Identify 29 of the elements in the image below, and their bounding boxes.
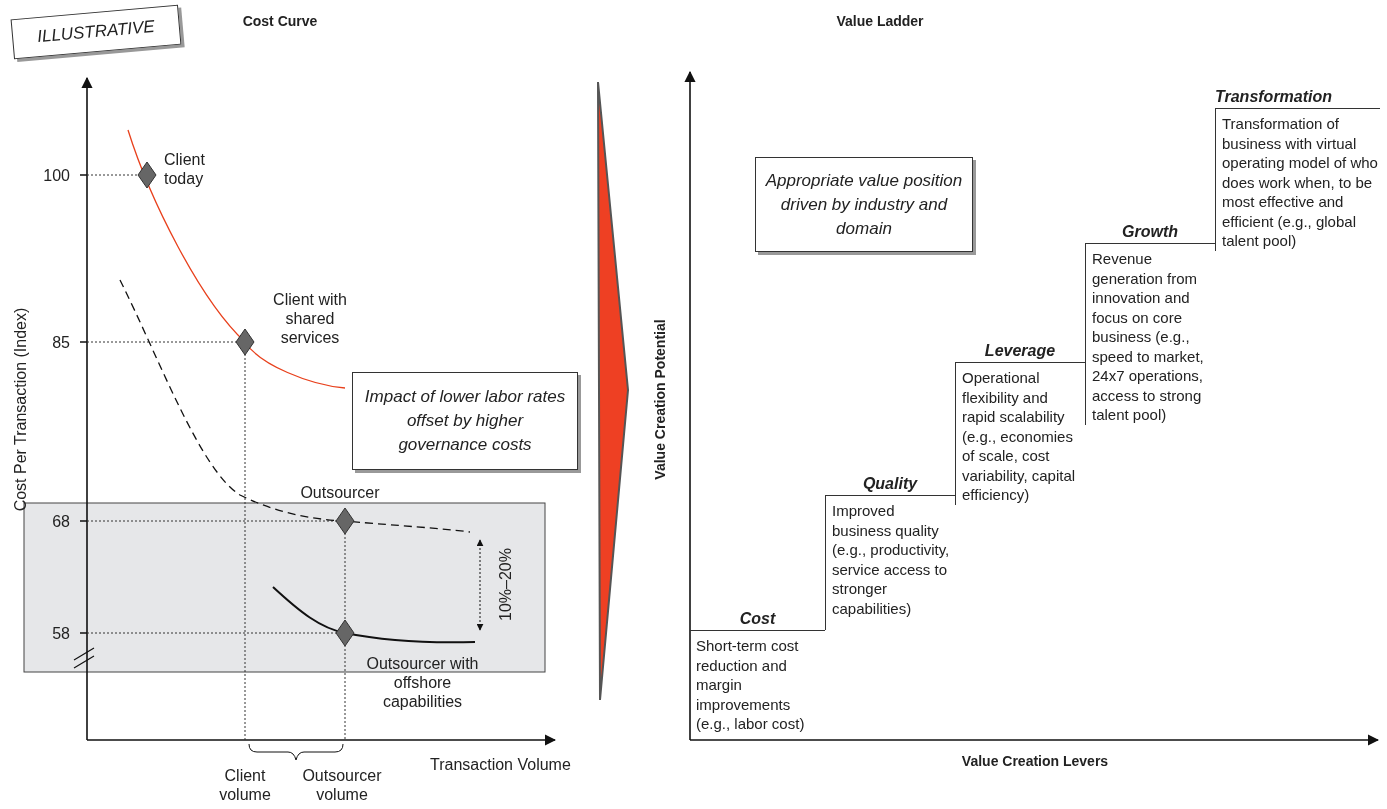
step-heading: Quality: [861, 474, 919, 494]
axis-label: Outsourcer volume: [301, 766, 383, 804]
point-label: Client with shared services: [272, 290, 348, 347]
tick-label: 58: [51, 624, 70, 643]
axis-title: Transaction Volume: [430, 755, 572, 774]
chart-title: Value Ladder: [835, 12, 925, 31]
point-label: Client today: [164, 150, 206, 188]
callout-box: Appropriate value position driven by industry and domain: [755, 157, 973, 252]
point-label: Outsourcer with offshore capabilities: [365, 654, 480, 711]
tick-label: 100: [42, 166, 70, 185]
axis-title: Value Creation Levers: [960, 752, 1110, 771]
step-heading: Cost: [738, 609, 777, 629]
step-heading: Growth: [1121, 222, 1179, 242]
step-description: Revenue generation from innovation and focus on core business (e.g., speed to market, 24x7 operations, access to strong talent pool): [1085, 243, 1215, 425]
step-description: Operational flexibility and rapid scalability (e.g., economies of scale, cost variability, capital efficiency): [955, 362, 1085, 505]
axis-title: Cost Per Transaction (Index): [10, 306, 30, 514]
stamp-label: ILLUSTRATIVE: [10, 4, 182, 60]
point-label: Outsourcer: [299, 483, 381, 502]
step-description: Improved business quality (e.g., productivity, service access to stronger capabilities): [825, 495, 955, 630]
chart-title: Cost Curve: [241, 12, 319, 31]
step-heading: Leverage: [983, 341, 1057, 361]
step-description: Transformation of business with virtual operating model of who does work when, to be most effective and efficient (e.g., global talent pool): [1215, 108, 1380, 251]
callout-box: Impact of lower labor rates offset by higher governance costs: [352, 372, 578, 470]
tick-label: 85: [51, 333, 70, 352]
axis-title: Value Creation Potential: [650, 318, 669, 482]
axis-label: Client volume: [218, 766, 272, 804]
step-description: Short-term cost reduction and margin improvements (e.g., labor cost): [690, 630, 825, 734]
dimension-label: 10%–20%: [495, 547, 515, 623]
tick-label: 68: [51, 512, 70, 531]
